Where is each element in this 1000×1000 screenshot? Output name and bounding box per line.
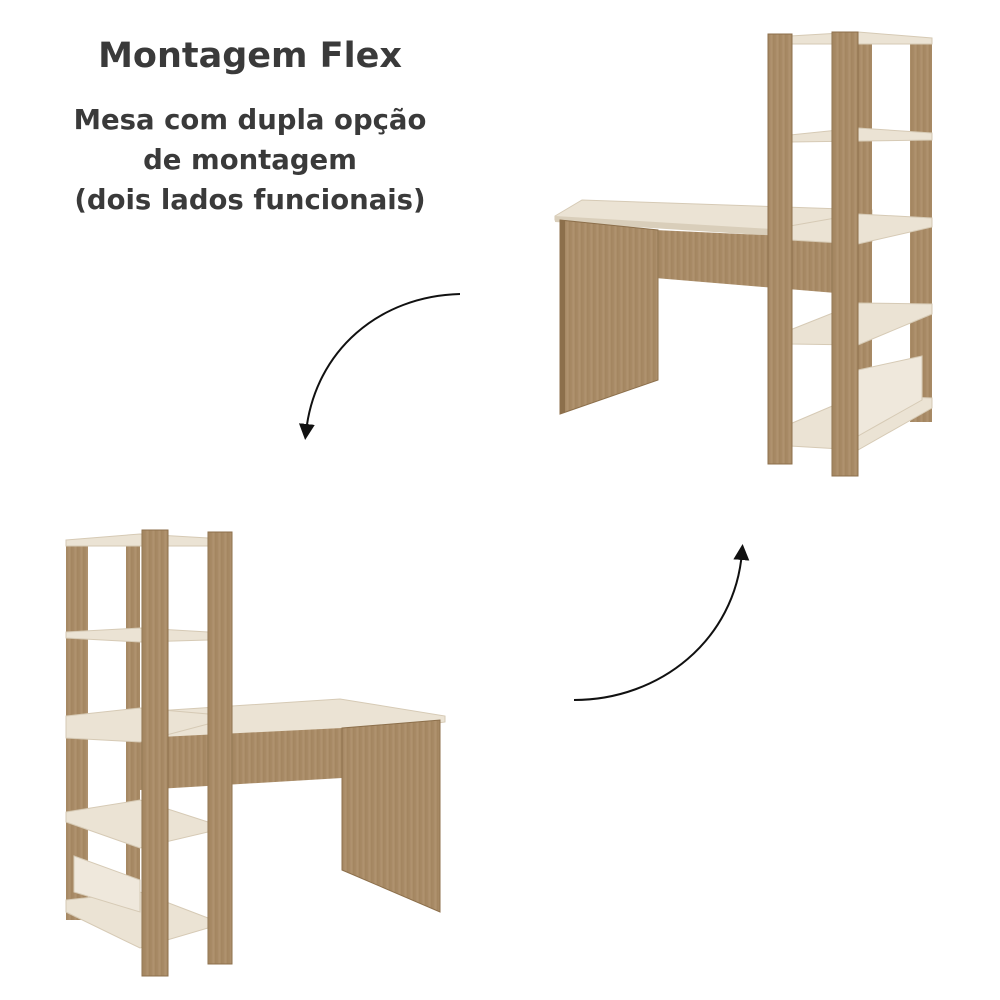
desk-with-shelf-right-icon xyxy=(554,31,933,477)
subtitle-line-1: Mesa com dupla opção xyxy=(73,104,427,136)
curved-arrow-up-icon xyxy=(573,544,750,701)
subtitle-line-3: (dois lados funcionais) xyxy=(74,184,426,216)
desk-with-shelf-left-icon xyxy=(65,529,446,977)
subtitle-line-2: de montagem xyxy=(143,144,357,176)
page-title: Montagem Flex xyxy=(98,36,402,76)
curved-arrow-down-icon xyxy=(298,293,461,440)
subtitle: Mesa com dupla opção de montagem (dois l… xyxy=(0,100,500,220)
